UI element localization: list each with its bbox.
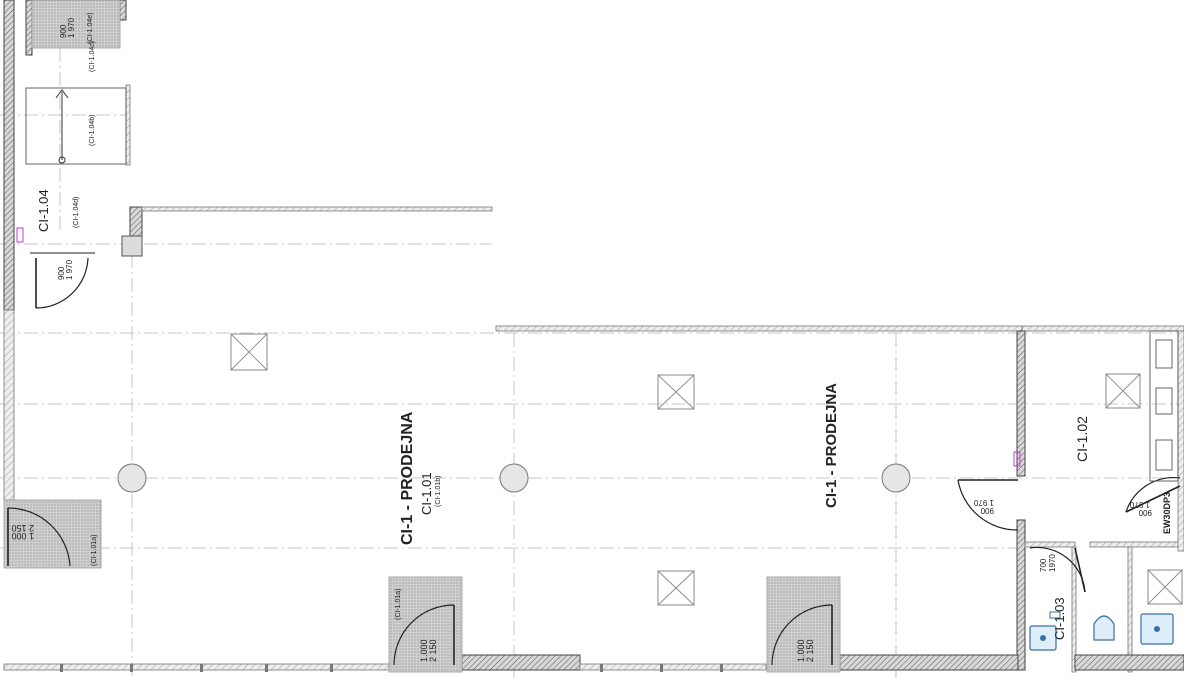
- door-mid-width: 1.000: [419, 639, 429, 662]
- door-102-width: 900: [980, 506, 994, 515]
- stair-arrow: [25, 87, 127, 165]
- room-102-label: CI-1.02: [1074, 416, 1090, 462]
- kitchen-counter: [1149, 330, 1179, 482]
- door-far-height: 1 970: [1129, 500, 1150, 509]
- room-103-label: CI-1.03: [1052, 597, 1067, 640]
- door-left-width: 1 000: [11, 531, 34, 541]
- door-right-width: 1.000: [796, 639, 806, 662]
- main-title-left: CI-1 - PRODEJNA: [399, 411, 416, 545]
- room-101a-upper: (CI-1.01a): [395, 588, 402, 620]
- doors: [7, 252, 1181, 666]
- sanitary-fixtures: [1029, 611, 1174, 651]
- door-left-height: 2 150: [11, 523, 34, 533]
- facade-mullions: [60, 664, 723, 672]
- door-104-height: 1 970: [65, 259, 74, 280]
- room-104-label: CI-1.04: [36, 189, 51, 232]
- door-right-height: 2 150: [805, 639, 815, 662]
- ceiling-x-5: [1147, 569, 1183, 605]
- room-104-top: (CI-1.04e): [87, 12, 94, 44]
- ceiling-x-1: [230, 333, 268, 371]
- ceiling-fixtures: [230, 333, 1183, 606]
- door-103-height: 1970: [1048, 554, 1057, 572]
- door-103-width: 700: [1039, 558, 1048, 572]
- columns: [117, 463, 911, 493]
- main-title-right: CI-1 - PRODEJNA: [823, 383, 840, 508]
- markers: [16, 227, 1021, 467]
- door-top-width: 900: [59, 24, 68, 38]
- ceiling-x-4: [1105, 373, 1141, 409]
- room-104-d: (CI-1.04d): [73, 196, 80, 228]
- ceiling-x-3: [657, 570, 695, 606]
- main-room-sub: (CI-1.01b): [435, 475, 442, 507]
- door-pads: [3, 0, 841, 673]
- main-room-id: CI-1.01: [419, 472, 434, 515]
- room-104-b: (CI-1.04b): [89, 114, 96, 146]
- labels: CI-1 - PRODEJNA CI-1 - PRODEJNA CI-1.01 …: [11, 12, 1172, 662]
- door-top-height: 1 970: [67, 17, 76, 38]
- ew-tag: EW30DP3: [1162, 492, 1172, 534]
- walls: [3, 0, 1184, 673]
- room-104-c: (CI-1.04c): [89, 41, 96, 72]
- door-102-height: 1 970: [973, 498, 994, 507]
- room-101a-lower: (CI-1.01a): [91, 534, 98, 566]
- ceiling-x-2: [657, 374, 695, 410]
- door-mid-height: 2 150: [428, 639, 438, 662]
- door-104-width: 900: [57, 266, 66, 280]
- door-far-width: 900: [1138, 508, 1152, 517]
